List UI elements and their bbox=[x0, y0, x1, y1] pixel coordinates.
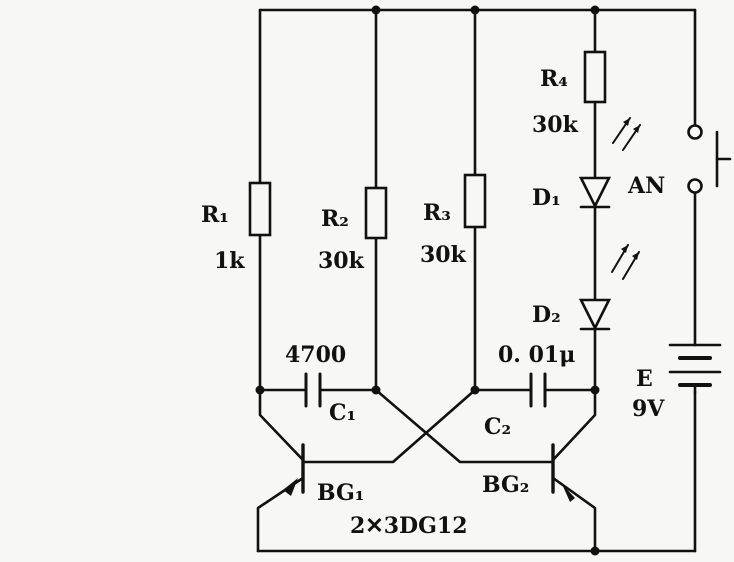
d2-label: D₂ bbox=[532, 302, 561, 328]
r2-name-label: R₂ bbox=[321, 206, 349, 232]
junction-dot bbox=[371, 385, 381, 395]
r3-name-label: R₃ bbox=[423, 200, 451, 226]
light-arrow-icon bbox=[612, 117, 641, 151]
bg2-collector-wire bbox=[551, 388, 597, 462]
wires bbox=[256, 8, 697, 553]
cross-wire-b bbox=[301, 388, 477, 464]
junction-dot bbox=[371, 5, 381, 15]
battery-e bbox=[668, 343, 722, 394]
cross-wire-a bbox=[374, 388, 555, 464]
junction-dot bbox=[590, 5, 600, 15]
d1-label: D₁ bbox=[532, 185, 561, 211]
junction-dot bbox=[470, 385, 480, 395]
led-d2 bbox=[578, 298, 612, 331]
junction-dot bbox=[470, 5, 480, 15]
c1-value-label: 4700 bbox=[285, 342, 346, 368]
bg1-collector-wire bbox=[258, 388, 305, 462]
r1-value-label: 1k bbox=[214, 248, 245, 274]
resistor-r3 bbox=[463, 173, 487, 229]
led-d1 bbox=[578, 176, 612, 209]
light-arrow-icon bbox=[611, 244, 640, 280]
capacitor-c2 bbox=[529, 372, 547, 408]
resistor-r2 bbox=[364, 186, 388, 240]
transistor-bg2 bbox=[551, 443, 575, 502]
junction-dot bbox=[590, 385, 600, 395]
transistor-bg1 bbox=[283, 443, 305, 496]
c2-name-label: C₂ bbox=[484, 414, 511, 440]
transistor-type-label: 2✕3DG12 bbox=[350, 513, 468, 539]
c1-name-label: C₁ bbox=[329, 400, 356, 426]
bg1-emitter-wire bbox=[256, 476, 305, 553]
capacitor-c1 bbox=[304, 372, 322, 408]
battery-name-label: E bbox=[636, 366, 653, 392]
push-switch-an bbox=[687, 124, 732, 194]
r1-name-label: R₁ bbox=[201, 202, 229, 228]
bg2-emitter-wire bbox=[551, 476, 597, 553]
battery-value-label: 9V bbox=[632, 396, 665, 422]
resistor-r4 bbox=[583, 50, 607, 104]
r4-name-label: R₄ bbox=[540, 66, 568, 92]
c2-value-label: 0. 01μ bbox=[498, 342, 575, 368]
switch-label: AN bbox=[627, 173, 665, 199]
r4-value-label: 30k bbox=[532, 112, 579, 138]
junctions bbox=[255, 5, 600, 556]
junction-dot bbox=[255, 385, 265, 395]
bg1-label: BG₁ bbox=[317, 480, 364, 506]
resistor-r1 bbox=[248, 181, 272, 237]
bg2-label: BG₂ bbox=[482, 472, 529, 498]
r3-value-label: 30k bbox=[420, 242, 467, 268]
r2-value-label: 30k bbox=[318, 248, 365, 274]
junction-dot bbox=[590, 546, 600, 556]
